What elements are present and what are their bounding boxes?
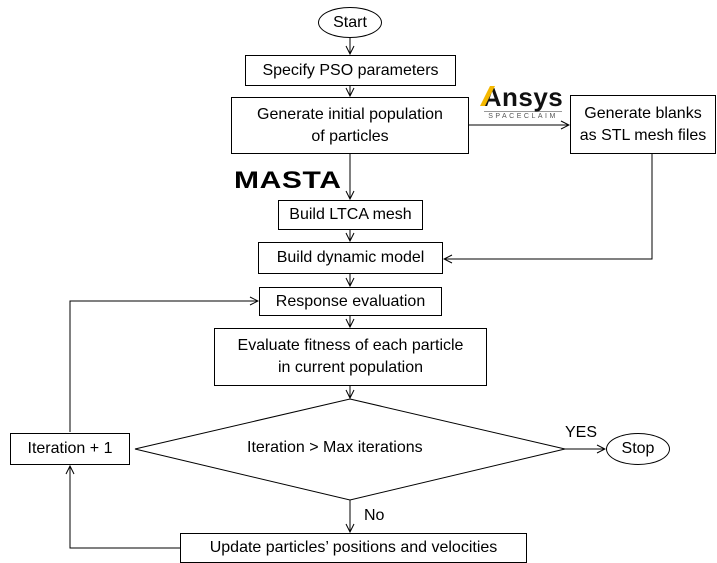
stop-label: Stop	[621, 440, 655, 457]
specify-pso-label: Specify PSO parameters	[262, 61, 439, 79]
build-ltca-box: Build LTCA mesh	[278, 200, 423, 230]
ansys-logo-text: Ansys	[482, 82, 564, 112]
stop-node: Stop	[606, 433, 670, 465]
build-ltca-label: Build LTCA mesh	[289, 206, 412, 223]
masta-logo: MASTA	[234, 167, 342, 194]
iteration-label: Iteration + 1	[27, 440, 113, 457]
evaluate-fitness-line1: Evaluate fitness of each particle	[237, 337, 464, 354]
iteration-box: Iteration + 1	[10, 433, 130, 465]
start-label: Start	[333, 13, 367, 31]
response-evaluation-label: Response evaluation	[275, 292, 426, 310]
generate-population-line2: of particles	[311, 127, 389, 145]
arrow-iteration-response	[69, 301, 258, 432]
build-dynamic-model-label: Build dynamic model	[276, 249, 425, 266]
evaluate-fitness-box: Evaluate fitness of each particle in cur…	[214, 328, 487, 386]
generate-blanks-line1: Generate blanks	[584, 104, 702, 122]
start-node: Start	[318, 7, 382, 38]
decision-label: Iteration > Max iterations	[247, 439, 423, 456]
generate-blanks-box: Generate blanks as STL mesh files	[570, 95, 716, 154]
build-dynamic-model-box: Build dynamic model	[258, 242, 443, 274]
arrow-blanks-dynamic	[444, 154, 653, 259]
generate-population-line1: Generate initial population	[257, 105, 443, 123]
evaluate-fitness-line2: in current population	[278, 359, 423, 376]
generate-blanks-line2: as STL mesh files	[579, 126, 707, 144]
decision-diamond	[134, 398, 566, 501]
ansys-logo-subtext: SPACECLAIM	[484, 111, 562, 122]
specify-pso-box: Specify PSO parameters	[245, 55, 456, 86]
generate-population-box: Generate initial population of particles	[231, 97, 469, 154]
update-particles-box: Update particles’ positions and velociti…	[180, 533, 527, 563]
response-evaluation-box: Response evaluation	[259, 287, 442, 316]
no-label: No	[364, 507, 385, 524]
ansys-spaceclaim-logo: Ansys SPACECLAIM	[478, 84, 568, 122]
yes-label: YES	[565, 424, 598, 441]
update-particles-label: Update particles’ positions and velociti…	[209, 539, 498, 556]
arrow-update-iteration	[70, 466, 182, 549]
